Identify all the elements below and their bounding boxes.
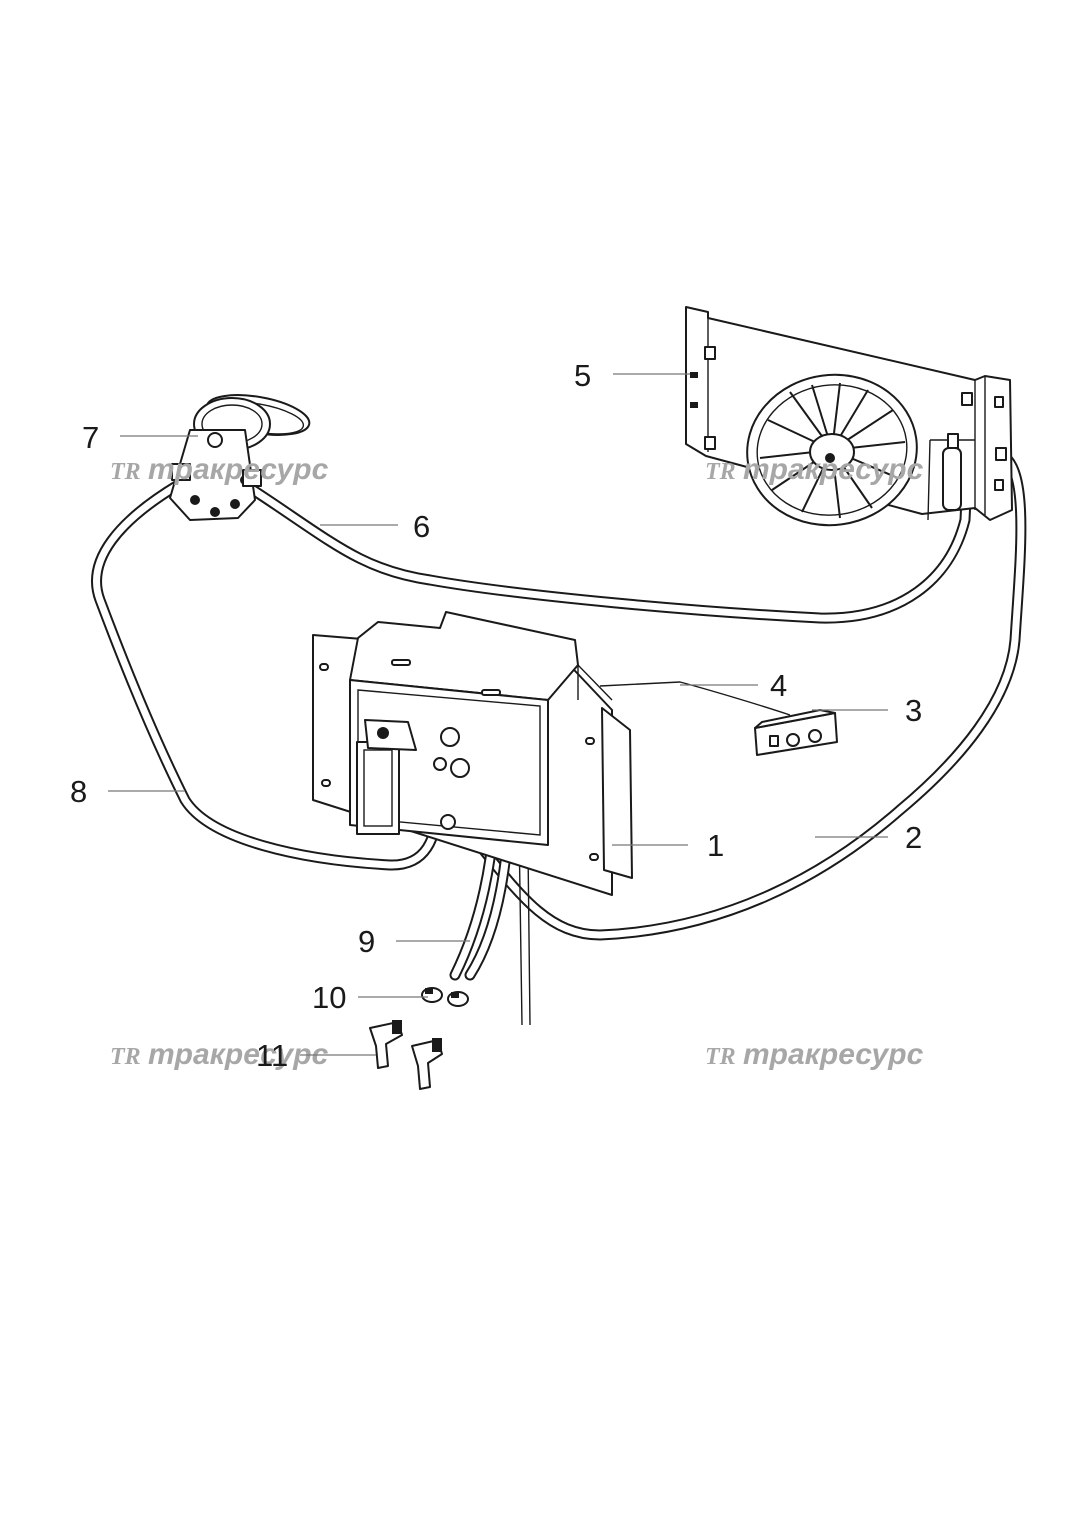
- hose-6-compressor-to-condenser: [244, 449, 974, 624]
- condenser-assembly: [685, 306, 1013, 527]
- watermark-text: тракресурс: [148, 453, 329, 486]
- compressor-assembly: [169, 394, 311, 521]
- callout-10: 10: [312, 980, 346, 1015]
- watermark-bottom-right: TR тракресурс: [705, 1038, 924, 1071]
- cable-4-control-wire: [599, 681, 791, 716]
- callout-2: 2: [905, 820, 922, 855]
- callout-3: 3: [905, 693, 922, 728]
- drain-valves: [369, 1020, 443, 1090]
- watermark-text: тракресурс: [743, 453, 924, 486]
- watermark-logo: TR: [110, 459, 141, 485]
- callout-7: 7: [82, 420, 99, 455]
- watermark-top-right: TR тракресурс: [705, 453, 924, 486]
- watermark-text: тракресурс: [743, 1038, 924, 1071]
- watermark-logo: TR: [705, 459, 736, 485]
- watermark-top-left: TR тракресурс: [110, 453, 329, 486]
- control-panel: [754, 709, 838, 756]
- callout-4: 4: [770, 668, 787, 703]
- callout-5: 5: [574, 358, 591, 393]
- callout-9: 9: [358, 924, 375, 959]
- watermark-logo: TR: [110, 1044, 141, 1070]
- watermark-text: тракресурс: [148, 1038, 329, 1071]
- callout-6: 6: [413, 509, 430, 544]
- callout-11: 11: [256, 1038, 288, 1073]
- hose-2-condenser-to-evaporator: [449, 449, 1027, 941]
- callout-8: 8: [70, 774, 87, 809]
- leader-lines: [108, 373, 888, 1056]
- watermark-bottom-left: TR тракресурс: [110, 1038, 329, 1071]
- watermark-logo: TR: [705, 1044, 736, 1070]
- callout-1: 1: [707, 828, 724, 863]
- hose-clamps: [421, 987, 469, 1007]
- evaporator-heater-unit: [312, 611, 633, 896]
- hose-8-compressor-to-evaporator: [91, 479, 443, 871]
